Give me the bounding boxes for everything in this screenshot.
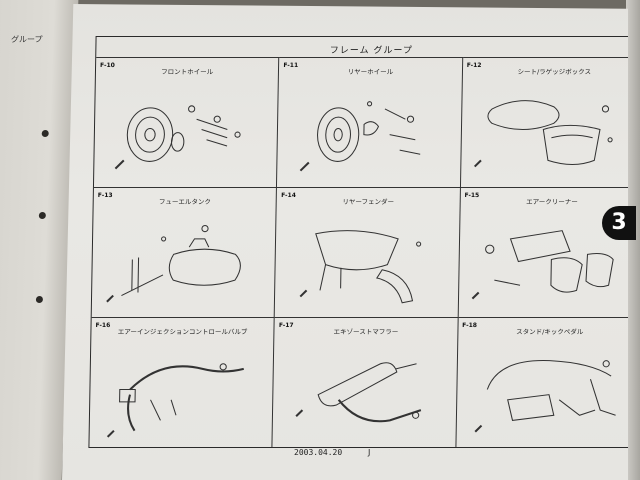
left-page-label: グループ xyxy=(10,35,43,44)
air-injection-valve-drawing xyxy=(96,338,268,441)
section-name: エアーインジェクションコントロールバルブ xyxy=(117,328,248,336)
section-name: スタンド/キックペダル xyxy=(516,328,584,336)
section-name: シート/ラゲッジボックス xyxy=(517,68,592,76)
section-air-cleaner: F-15 エアークリーナー xyxy=(458,187,628,317)
fuel-tank-drawing xyxy=(98,208,270,311)
section-rear-fender: F-14 リヤーフェンダー xyxy=(275,187,461,317)
section-name: エアークリーナー xyxy=(526,198,578,206)
air-cleaner-drawing xyxy=(464,208,628,311)
section-name: リヤーホイール xyxy=(347,68,394,76)
right-page-edge xyxy=(626,0,640,480)
section-name: フューエルタンク xyxy=(158,198,211,206)
section-rear-wheel: F-11 リヤーホイール xyxy=(277,57,463,187)
section-name: エキゾーストマフラー xyxy=(333,328,399,336)
seat-luggage-box-drawing xyxy=(467,78,628,181)
main-page: フレーム グループ F-10 フロントホイール F-11 リヤーホイール xyxy=(62,4,628,480)
footer-suffix: J xyxy=(368,448,371,457)
binder-hole xyxy=(41,130,49,137)
stand-kick-pedal-drawing xyxy=(462,338,628,441)
front-wheel-drawing xyxy=(100,78,272,181)
section-grid: F-10 フロントホイール F-11 リヤーホイール xyxy=(89,57,628,447)
binder-hole xyxy=(38,212,46,219)
rear-wheel-drawing xyxy=(283,78,455,181)
section-seat-luggage-box: F-12 シート/ラゲッジボックス xyxy=(460,57,628,187)
rear-fender-drawing xyxy=(281,208,453,311)
section-front-wheel: F-10 フロントホイール xyxy=(93,57,280,187)
section-stand-kick-pedal: F-18 スタンド/キックペダル xyxy=(456,317,628,447)
diagram-frame: フレーム グループ F-10 フロントホイール F-11 リヤーホイール xyxy=(88,36,628,448)
chapter-tab: 3 xyxy=(602,206,636,240)
group-title: フレーム グループ xyxy=(329,46,413,56)
section-name: フロントホイール xyxy=(161,68,214,76)
exhaust-muffler-drawing xyxy=(279,338,451,441)
section-exhaust-muffler: F-17 エキゾーストマフラー xyxy=(272,317,459,447)
section-name: リヤーフェンダー xyxy=(342,198,395,206)
footer-date: 2003.04.20 xyxy=(294,448,343,457)
binder-hole xyxy=(35,296,44,303)
section-fuel-tank: F-13 フューエルタンク xyxy=(91,187,278,317)
section-air-injection-valve: F-16 エアーインジェクションコントロールバルブ xyxy=(89,317,276,447)
